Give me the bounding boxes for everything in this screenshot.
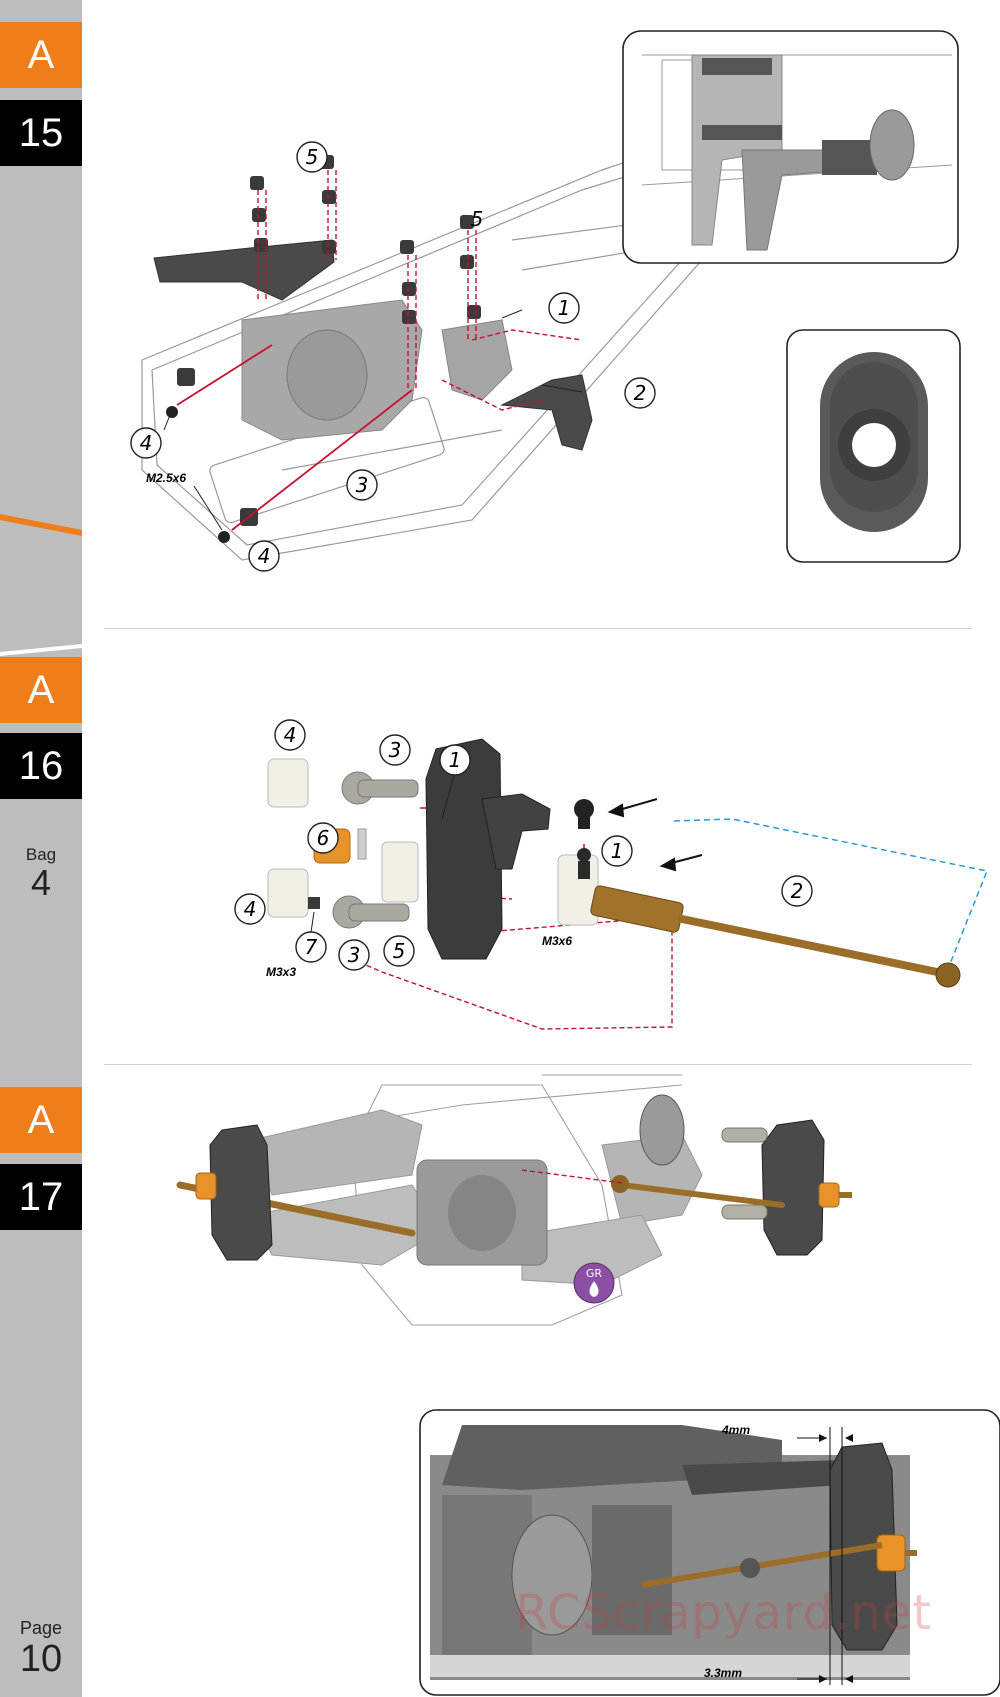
page-label: Page	[19, 1618, 63, 1638]
callout-4: 4	[244, 897, 257, 921]
step-letter-17: A	[0, 1087, 82, 1153]
step-letter-15: A	[0, 22, 82, 88]
callout-4: 4	[284, 723, 297, 747]
callout-4: 4	[140, 431, 153, 455]
free-number-5: 5	[471, 207, 484, 231]
callout-1: 1	[558, 296, 571, 320]
sidebar-orange-stripe	[0, 514, 82, 536]
screw-label-m3x6: M3x6	[542, 934, 572, 948]
sidebar-white-notch	[0, 644, 82, 656]
step-number-16: 16	[0, 733, 82, 799]
step-15-diagram: 1 2 3 4 4 5 5 M2.5x6	[130, 30, 961, 572]
section-divider	[104, 628, 972, 629]
callout-5: 5	[306, 145, 319, 169]
bag-number: 4	[30, 862, 52, 903]
grease-badge-label: GR	[586, 1267, 603, 1280]
step-letter-16: A	[0, 657, 82, 723]
callout-7: 7	[305, 935, 318, 959]
callout-1: 1	[449, 748, 462, 772]
bag-label: Bag	[25, 845, 57, 864]
sidebar	[0, 0, 82, 1697]
step-17-diagram: GR 4mm 3.3mm	[176, 1074, 1000, 1696]
callout-4: 4	[258, 544, 271, 568]
dimension-top: 4mm	[721, 1423, 750, 1437]
callout-5: 5	[393, 939, 406, 963]
callout-2: 2	[634, 381, 647, 405]
section-divider	[104, 1064, 972, 1065]
dimension-bottom: 3.3mm	[704, 1666, 742, 1680]
callout-6: 6	[317, 826, 330, 850]
screw-label-m2-5x6: M2.5x6	[146, 471, 186, 485]
callout-2: 2	[791, 879, 804, 903]
callout-1: 1	[611, 839, 624, 863]
step-16-diagram: 1 1 2 3 3 4 4 5 6 7 M3x6 M3x3	[234, 719, 989, 1030]
bag-indicator: Bag 4	[0, 845, 82, 901]
screw-label-m3x3: M3x3	[266, 965, 296, 979]
callout-3: 3	[356, 473, 369, 497]
step-number-15: 15	[0, 100, 82, 166]
callout-3: 3	[348, 943, 361, 967]
page-number: 10	[19, 1638, 63, 1680]
watermark: RCScrapyard.net	[515, 1585, 933, 1641]
callout-3: 3	[389, 738, 402, 762]
step-number-17: 17	[0, 1164, 82, 1230]
